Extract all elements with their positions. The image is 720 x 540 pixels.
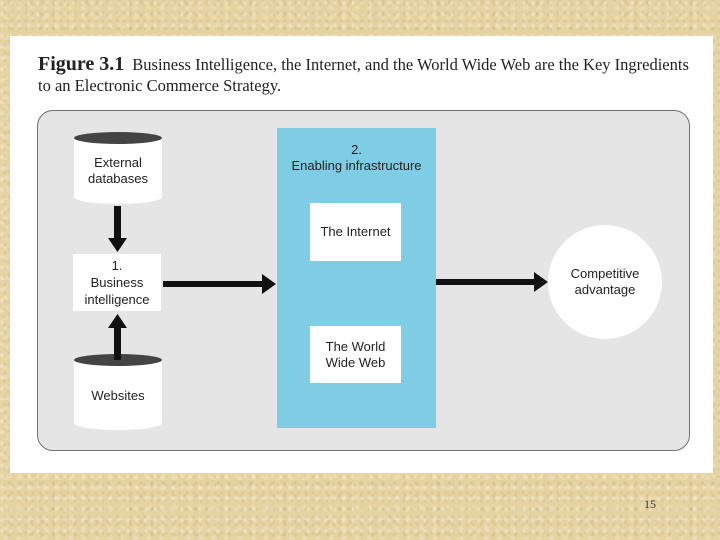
- world-wide-web-box: The World Wide Web: [310, 326, 401, 383]
- arrow-external-to-bi: [108, 206, 127, 252]
- arrow-infrastructure-to-advantage: [436, 272, 548, 292]
- figure-caption-text: Business Intelligence, the Internet, and…: [38, 55, 689, 95]
- competitive-advantage-label: Competitive advantage: [570, 266, 640, 297]
- websites-label: Websites: [91, 388, 145, 403]
- external-databases-cylinder: External databases: [74, 132, 162, 204]
- figure-label: Figure 3.1: [38, 53, 125, 75]
- internet-label: The Internet: [320, 224, 391, 239]
- competitive-advantage-circle: Competitive advantage: [548, 225, 662, 339]
- websites-cylinder: Websites: [74, 354, 162, 430]
- page-number: 15: [644, 497, 656, 511]
- cylinder-top: [74, 132, 162, 144]
- business-intelligence-box: 1. Business intelligence: [73, 254, 161, 311]
- arrow-websites-to-bi: [108, 314, 127, 360]
- world-wide-web-label: The World Wide Web: [325, 338, 386, 370]
- business-intelligence-label: 1. Business intelligence: [84, 258, 150, 307]
- external-databases-label: External databases: [88, 155, 148, 186]
- enabling-infrastructure-label: 2. Enabling infrastructure: [291, 142, 422, 173]
- arrow-bi-to-infrastructure: [163, 274, 276, 294]
- flow-arrows: [108, 206, 548, 360]
- internet-box: The Internet: [310, 203, 401, 261]
